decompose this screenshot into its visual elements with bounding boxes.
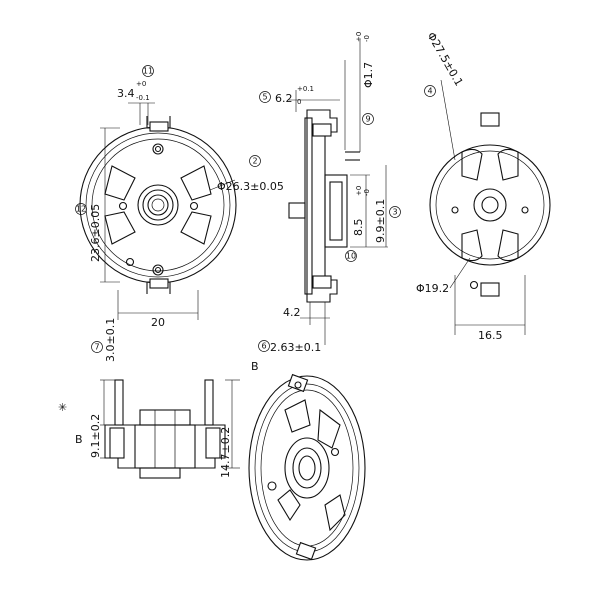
dim-phi-1-7-tol-upper: +0 [355, 32, 363, 42]
side-view [288, 40, 388, 345]
dim-phi-1-7-tol-lower: -0 [363, 35, 371, 42]
view-label-b-side: B [75, 433, 83, 446]
dim-20: 20 [151, 316, 165, 329]
dim-phi-1-7: Φ1.7 [362, 62, 375, 88]
dim-phi-26-3: Φ26.3±0.05 [217, 180, 284, 193]
balloon-10-text: 10 [346, 252, 356, 261]
dim-3-0: 3.0±0.1 [104, 318, 117, 362]
view-b-isometric [248, 373, 366, 561]
dim-9-9: 9.9±0.1 [374, 199, 387, 243]
balloon-5-text: 5 [262, 93, 267, 102]
dim-23-6: 23.6±0.05 [89, 204, 102, 262]
dim-6-2: 6.2 [275, 92, 293, 105]
view-label-b: B [251, 360, 259, 373]
balloon-12: 12 [75, 203, 87, 215]
rear-view [429, 79, 551, 335]
bottom-side-view [100, 379, 240, 479]
dim-3-4-tol-lower: -0.1 [136, 94, 150, 102]
balloon-9: 9 [362, 113, 374, 125]
balloon-2-text: 2 [252, 157, 257, 166]
balloon-11-text: 11 [143, 67, 153, 76]
balloon-6: 6 [258, 340, 270, 352]
balloon-6-text: 6 [261, 342, 266, 351]
dim-9-1: 9.1±0.2 [89, 414, 102, 458]
balloon-9-text: 9 [365, 115, 370, 124]
dim-8-5-tol-lower: -0 [363, 189, 371, 196]
balloon-2: 2 [249, 155, 261, 167]
balloon-4: 4 [424, 85, 436, 97]
dim-16-5: 16.5 [478, 329, 503, 342]
balloon-4-text: 4 [427, 87, 432, 96]
dim-14-7: 14.7±0.2 [219, 427, 232, 478]
balloon-7-text: 7 [94, 343, 99, 352]
balloon-10: 10 [345, 250, 357, 262]
balloon-12-text: 12 [76, 205, 86, 214]
dim-phi-27-5: Φ27.5±0.1 [424, 30, 465, 88]
dim-8-5: 8.5 [352, 219, 365, 237]
dim-phi-19-2: Φ19.2 [416, 282, 449, 295]
dim-3-4: 3.4 [117, 87, 135, 100]
flag-symbol: ✳ [58, 401, 67, 414]
balloon-3-text: 3 [392, 208, 397, 217]
balloon-7: 7 [91, 341, 103, 353]
dim-3-4-tol-upper: +0 [136, 80, 146, 88]
balloon-3: 3 [389, 206, 401, 218]
dim-4-2: 4.2 [283, 306, 301, 319]
balloon-11: 11 [142, 65, 154, 77]
balloon-5: 5 [259, 91, 271, 103]
dim-6-2-tol-lower: 0 [297, 98, 301, 106]
dim-2-63: 2.63±0.1 [270, 341, 321, 354]
dim-8-5-tol-upper: +0 [355, 186, 363, 196]
dim-6-2-tol-upper: +0.1 [297, 85, 314, 93]
front-view [79, 102, 237, 320]
